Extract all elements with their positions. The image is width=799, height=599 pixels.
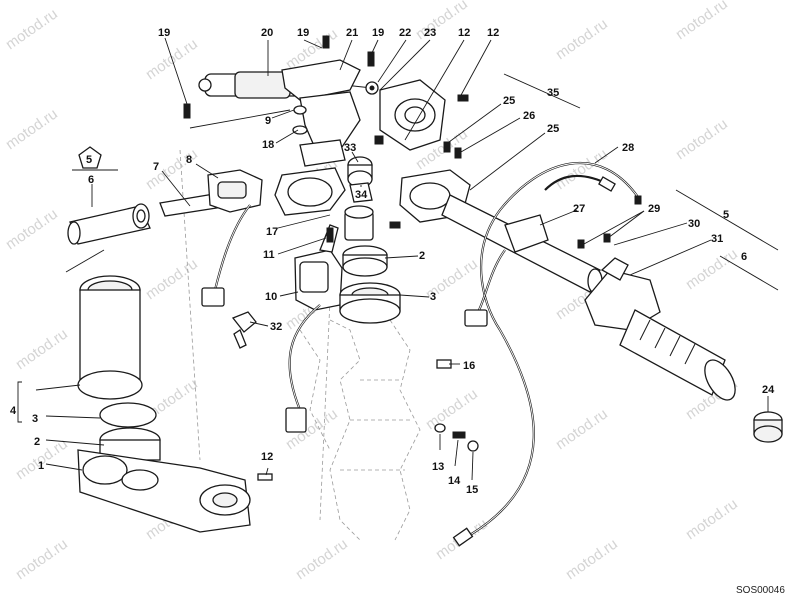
- callout-33: 33: [344, 142, 356, 154]
- callout-21: 21: [346, 27, 358, 39]
- watermark: motod.ru: [13, 535, 71, 583]
- callout-19: 19: [297, 27, 309, 39]
- right-grip: [619, 309, 736, 401]
- callout-35: 35: [547, 87, 559, 99]
- callout-17: 17: [266, 226, 278, 238]
- left-clip-on: [159, 169, 263, 217]
- callout-3: 3: [430, 291, 436, 303]
- callout-20: 20: [261, 27, 273, 39]
- ignition-switch: [294, 224, 343, 311]
- callout-7: 7: [153, 161, 159, 173]
- watermark: motod.ru: [13, 325, 71, 373]
- callout-5: 5: [86, 154, 92, 166]
- drawing-code: SOS00046: [736, 585, 785, 596]
- leader-lines: [17, 37, 779, 481]
- left-grip: [67, 203, 151, 245]
- callout-6: 6: [741, 251, 747, 263]
- callout-3: 3: [32, 413, 38, 425]
- watermark: motod.ru: [143, 255, 201, 303]
- callout-14: 14: [448, 475, 461, 487]
- watermark: motod.ru: [673, 0, 731, 43]
- callout-18: 18: [262, 139, 274, 151]
- callout-6: 6: [88, 174, 94, 186]
- headstock-nut: [347, 156, 373, 203]
- callout-31: 31: [711, 233, 723, 245]
- callout-5: 5: [723, 209, 729, 221]
- callout-labels: 19 20 19 21 19 22 23 12 12 35 25 26 25 2…: [10, 27, 785, 596]
- fasteners: [183, 35, 642, 481]
- throttle-cables: [452, 162, 641, 547]
- callout-19: 19: [158, 27, 170, 39]
- upper-triple-clamp: [379, 79, 446, 151]
- watermark: motod.ru: [683, 495, 741, 543]
- callout-10: 10: [265, 291, 277, 303]
- callout-22: 22: [399, 27, 411, 39]
- watermark: motod.ru: [683, 245, 741, 293]
- callout-13: 13: [432, 461, 444, 473]
- callout-8: 8: [186, 154, 192, 166]
- fork-clamp-halves: [274, 139, 346, 216]
- callout-27: 27: [573, 203, 585, 215]
- callout-2: 2: [419, 250, 425, 262]
- callout-12: 12: [458, 27, 470, 39]
- watermark: motod.ru: [3, 105, 61, 153]
- right-handlebar: [441, 194, 603, 294]
- watermark: motod.ru: [423, 385, 481, 433]
- callout-25: 25: [547, 123, 559, 135]
- callout-34: 34: [355, 189, 368, 201]
- callout-29: 29: [648, 203, 660, 215]
- steering-stem-bearings: [339, 205, 401, 324]
- wiring-harness: [201, 204, 506, 433]
- watermark: motod.ru: [3, 205, 61, 253]
- callout-9: 9: [265, 115, 271, 127]
- left-fork-stack: [77, 275, 161, 461]
- watermark: motod.ru: [293, 535, 351, 583]
- callout-12: 12: [487, 27, 499, 39]
- pentagon-callout-5: [78, 146, 102, 169]
- callout-26: 26: [523, 110, 535, 122]
- callout-24: 24: [762, 384, 775, 396]
- ignition-key: [231, 311, 257, 349]
- watermark: motod.ru: [3, 5, 61, 53]
- callout-30: 30: [688, 218, 700, 230]
- callout-32: 32: [270, 321, 282, 333]
- callout-25: 25: [503, 95, 515, 107]
- callout-28: 28: [622, 142, 634, 154]
- watermark: motod.ru: [553, 405, 611, 453]
- lower-triple-clamp: [77, 449, 251, 533]
- bar-end-weight: [753, 411, 783, 443]
- watermark: motod.ru: [673, 115, 731, 163]
- watermark: motod.ru: [553, 15, 611, 63]
- callout-15: 15: [466, 484, 478, 496]
- callout-4: 4: [10, 405, 17, 417]
- callout-12: 12: [261, 451, 273, 463]
- callout-19: 19: [372, 27, 384, 39]
- callout-11: 11: [263, 249, 275, 261]
- watermark: motod.ru: [143, 145, 201, 193]
- callout-2: 2: [34, 436, 40, 448]
- watermark: motod.ru: [563, 535, 621, 583]
- callout-1: 1: [38, 460, 44, 472]
- callout-23: 23: [424, 27, 436, 39]
- damper-bracket: [281, 59, 361, 151]
- callout-16: 16: [463, 360, 475, 372]
